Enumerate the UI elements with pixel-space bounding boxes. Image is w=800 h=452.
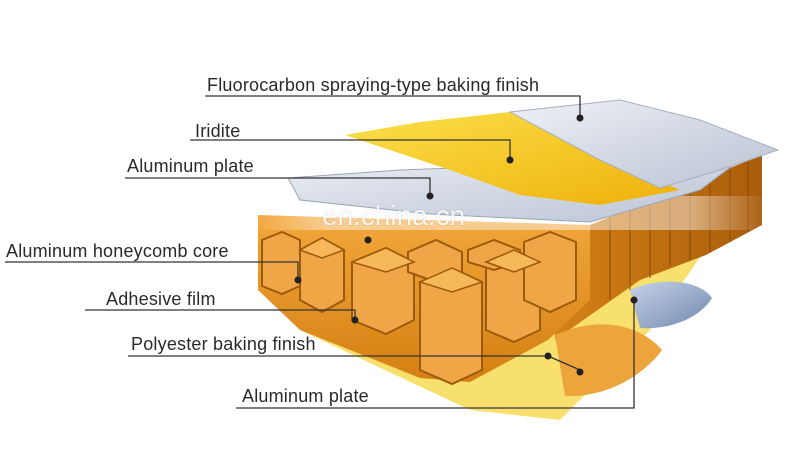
label-honeycomb-core: Aluminum honeycomb core: [6, 241, 229, 261]
leader-core: [5, 261, 299, 280]
honeycomb-cells: [261, 230, 577, 386]
watermark-text: en.china.cn: [322, 200, 466, 231]
leader-fluorocarbon: [205, 95, 581, 118]
label-adhesive-film: Adhesive film: [106, 289, 216, 309]
label-iridite: Iridite: [195, 121, 241, 141]
leader-polyester-2: [547, 355, 581, 371]
bottom-aluminum-curl: [630, 281, 712, 329]
leader-iridite: [190, 139, 511, 160]
label-fluorocarbon-finish: Fluorocarbon spraying-type baking finish: [207, 75, 540, 95]
bottom-orange-curl: [555, 324, 662, 397]
fluorocarbon-silver-sheet: [508, 99, 780, 189]
leader-aluminum-top: [125, 177, 431, 196]
label-polyester-finish: Polyester baking finish: [131, 334, 316, 354]
leader-lines: [5, 95, 635, 409]
leader-dots: [294, 114, 638, 376]
leader-aluminum-bottom: [236, 300, 635, 409]
honeycomb-cell-tops: [298, 237, 542, 293]
label-aluminum-plate-top: Aluminum plate: [127, 156, 254, 176]
label-aluminum-plate-bottom: Aluminum plate: [242, 386, 369, 406]
